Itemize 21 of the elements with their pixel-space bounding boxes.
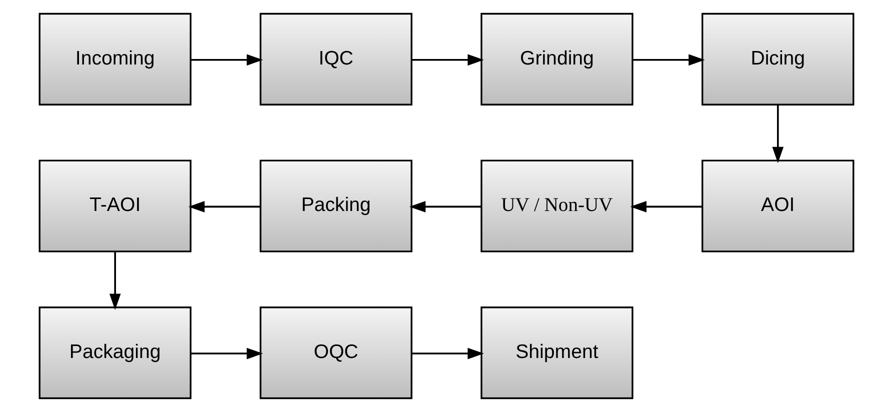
node-box: OQC <box>260 306 412 400</box>
arrow <box>633 54 705 66</box>
node-box: Shipment <box>480 306 634 400</box>
arrow <box>412 348 484 360</box>
arrow <box>409 201 482 212</box>
arrow <box>630 201 702 212</box>
node-box: Packaging <box>38 306 192 400</box>
node-box: Dicing <box>702 12 854 106</box>
arrow <box>412 54 484 66</box>
arrow <box>188 201 260 212</box>
node-box: Incoming <box>38 12 192 106</box>
node-box: UV / Non-UV <box>480 160 634 252</box>
node-box: Grinding <box>480 12 634 106</box>
node-box: Packing <box>260 160 412 252</box>
arrow <box>772 104 784 164</box>
node-box: IQC <box>260 12 412 106</box>
node-box: T-AOI <box>38 160 192 252</box>
node-box: AOI <box>702 160 854 252</box>
arrow <box>191 54 263 66</box>
arrow <box>191 348 263 360</box>
arrow <box>109 252 121 310</box>
